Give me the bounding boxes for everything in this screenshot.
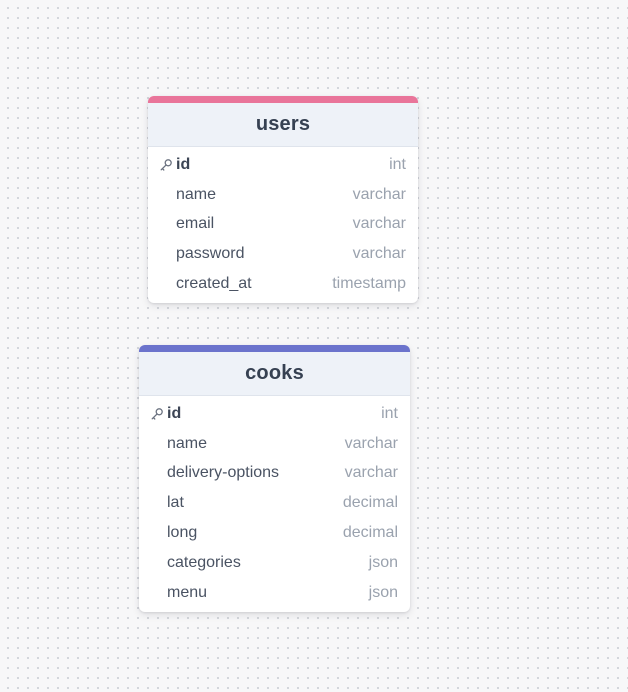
- field-row-categories[interactable]: categories json: [139, 548, 410, 578]
- field-name: created_at: [176, 275, 252, 293]
- field-row-name[interactable]: name varchar: [148, 180, 418, 210]
- field-row-password[interactable]: password varchar: [148, 239, 418, 269]
- field-name: menu: [167, 583, 208, 601]
- field-row-menu[interactable]: menu json: [139, 578, 410, 608]
- field-type: varchar: [352, 185, 406, 203]
- field-name: id: [176, 155, 191, 173]
- field-type: decimal: [342, 524, 398, 542]
- field-row-created-at[interactable]: created_at timestamp: [148, 269, 418, 299]
- field-type: varchar: [352, 245, 406, 263]
- field-type: json: [368, 553, 398, 571]
- table-accent-bar: [139, 345, 410, 352]
- field-name: long: [167, 524, 198, 542]
- field-name: delivery-options: [167, 464, 280, 482]
- field-name: email: [176, 215, 215, 233]
- key-icon: [151, 408, 163, 420]
- table-title[interactable]: cooks: [139, 352, 410, 396]
- field-type: varchar: [352, 215, 406, 233]
- field-row-name[interactable]: name varchar: [139, 429, 410, 459]
- field-row-id[interactable]: id int: [148, 150, 418, 180]
- field-type: timestamp: [332, 275, 406, 293]
- field-type: varchar: [344, 434, 398, 452]
- field-name: password: [176, 245, 245, 263]
- field-name: id: [167, 404, 182, 422]
- field-name: name: [167, 434, 208, 452]
- field-type: json: [368, 583, 398, 601]
- field-name: lat: [167, 494, 184, 512]
- table-accent-bar: [148, 96, 418, 103]
- field-list: id int name varchar email varchar passwo…: [148, 147, 418, 299]
- field-type: int: [381, 404, 398, 422]
- field-name: categories: [167, 553, 241, 571]
- field-row-id[interactable]: id int: [139, 399, 410, 429]
- field-row-long[interactable]: long decimal: [139, 518, 410, 548]
- field-type: int: [389, 155, 406, 173]
- table-cooks[interactable]: cooks id int name varchar delivery-optio…: [139, 345, 410, 612]
- field-row-delivery-options[interactable]: delivery-options varchar: [139, 459, 410, 489]
- table-users[interactable]: users id int name varchar email varchar: [148, 96, 418, 303]
- field-row-lat[interactable]: lat decimal: [139, 488, 410, 518]
- key-icon: [160, 159, 172, 171]
- table-title[interactable]: users: [148, 103, 418, 147]
- field-row-email[interactable]: email varchar: [148, 210, 418, 240]
- field-list: id int name varchar delivery-options var…: [139, 396, 410, 608]
- field-name: name: [176, 185, 217, 203]
- field-type: decimal: [342, 494, 398, 512]
- field-type: varchar: [344, 464, 398, 482]
